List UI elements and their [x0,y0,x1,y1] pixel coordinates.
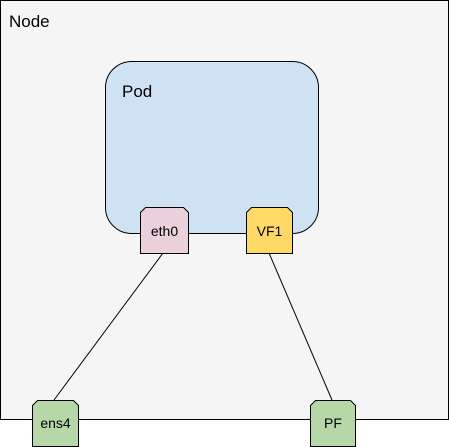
eth0-shape [140,207,189,254]
ens4-label: ens4 [40,415,71,431]
interface-pf: PF [310,400,356,447]
pod-label: Pod [122,82,152,101]
interface-eth0: eth0 [140,207,189,254]
vf1-shape [246,207,293,254]
link-vf1-pf [268,252,333,401]
link-eth0-ens4 [53,252,164,401]
pod-box [105,61,319,234]
interface-vf1: VF1 [246,207,293,254]
vf1-label: VF1 [257,223,283,239]
pf-label: PF [324,415,342,431]
eth0-label: eth0 [151,223,178,239]
interface-ens4: ens4 [32,400,79,447]
node-label: Node [9,12,50,31]
